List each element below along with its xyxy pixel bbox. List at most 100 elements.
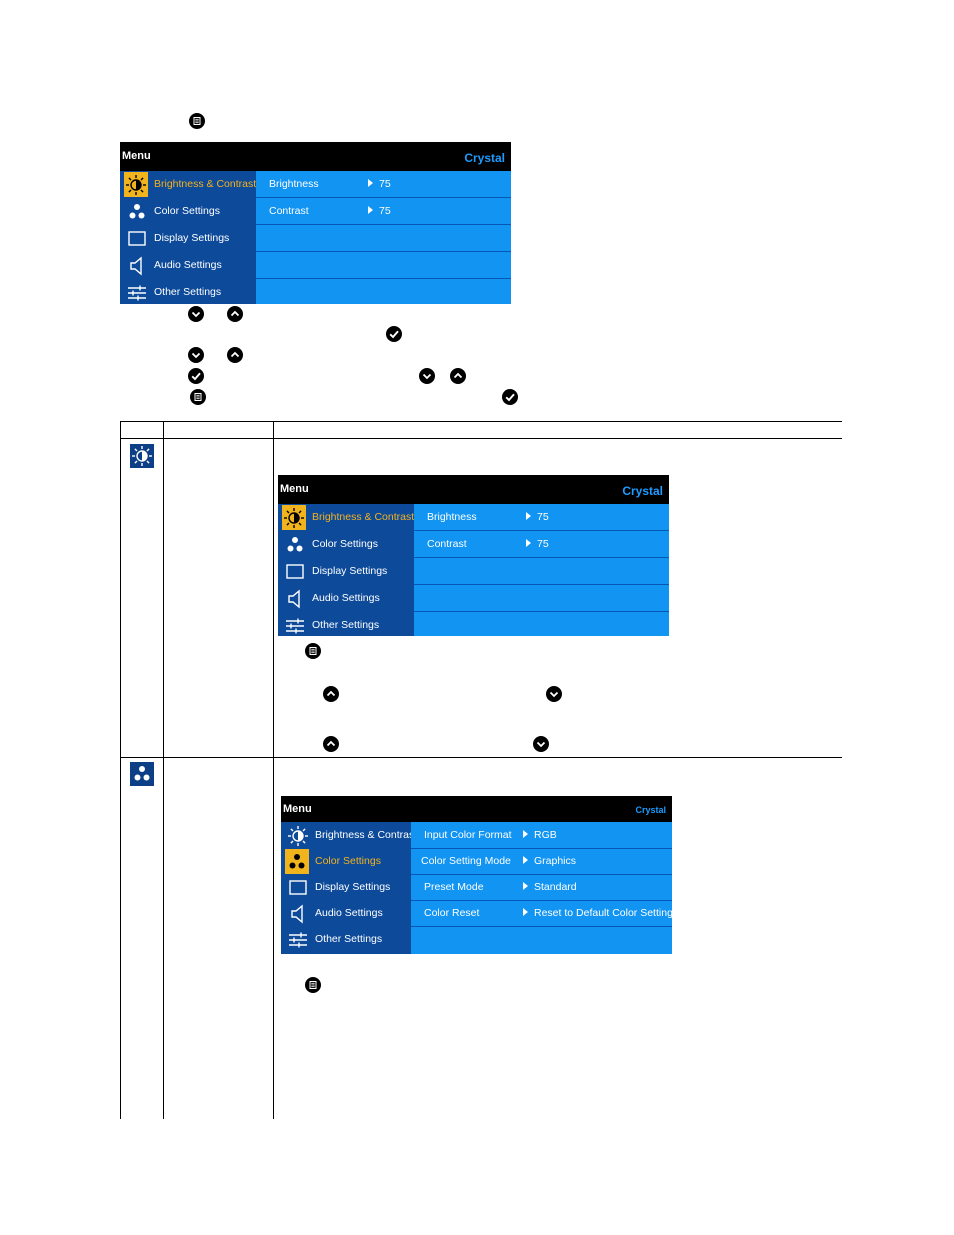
osd-row-empty — [414, 585, 669, 612]
osd-item-label: Color Settings — [315, 855, 381, 867]
display-settings-icon — [287, 878, 309, 898]
table-top-border — [120, 421, 842, 422]
osd-item-label: Audio Settings — [312, 592, 380, 604]
osd-item-audio-settings: Audio Settings — [278, 585, 414, 612]
brightness-contrast-icon — [124, 172, 148, 197]
osd-row-brightness: Brightness 75 — [414, 504, 669, 531]
other-settings-icon — [126, 283, 148, 303]
osd-row-input-color-format: Input Color Format RGB — [411, 822, 672, 849]
osd-row-value: RGB — [523, 829, 557, 841]
osd-row-key: Input Color Format — [424, 829, 512, 841]
color-settings-icon — [130, 762, 154, 786]
osd-header: Menu Crystal — [120, 142, 511, 171]
osd-menu-screenshot-1: Menu Crystal Brightness & Contrast Color… — [120, 142, 511, 304]
osd-left-menu: Brightness & Contrast Color Settings Dis… — [281, 822, 417, 954]
osd-header: Menu Crystal — [278, 475, 669, 504]
osd-item-label: Brightness & Contrast — [315, 829, 418, 841]
osd-right-panel: Brightness 75 Contrast 75 — [414, 504, 669, 636]
osd-row-key: Color Reset — [424, 907, 480, 919]
osd-row-value: 75 — [368, 205, 391, 217]
osd-menu-title: Menu — [283, 803, 312, 815]
osd-row-value: 75 — [368, 178, 391, 190]
osd-row-value: 75 — [526, 538, 549, 550]
osd-row-empty — [256, 252, 511, 279]
osd-item-label: Brightness & Contrast — [154, 178, 257, 190]
audio-settings-icon — [126, 256, 148, 276]
osd-row-empty — [256, 279, 511, 304]
down-arrow-button-icon — [188, 347, 204, 363]
osd-row-contrast: Contrast 75 — [256, 198, 511, 225]
osd-item-label: Audio Settings — [154, 259, 222, 271]
osd-item-audio-settings: Audio Settings — [120, 252, 256, 279]
osd-item-label: Other Settings — [312, 619, 380, 631]
osd-header: Menu Crystal — [281, 796, 672, 822]
osd-row-key: Color Setting Mode — [421, 855, 511, 867]
osd-row-preset-mode: Preset Mode Standard — [411, 874, 672, 901]
osd-brand: Crystal — [464, 151, 505, 165]
osd-right-panel: Brightness 75 Contrast 75 — [256, 171, 511, 304]
osd-row-value: Reset to Default Color Settings — [523, 907, 672, 919]
other-settings-icon — [287, 930, 309, 950]
osd-brand: Crystal — [622, 484, 663, 498]
down-arrow-button-icon — [188, 306, 204, 322]
osd-row-contrast: Contrast 75 — [414, 531, 669, 558]
osd-menu-screenshot-2: Menu Crystal Brightness & Contrast Color… — [278, 475, 669, 636]
check-button-icon — [502, 389, 518, 405]
down-arrow-button-icon — [533, 736, 549, 752]
up-arrow-button-icon — [450, 368, 466, 384]
osd-item-label: Color Settings — [154, 205, 220, 217]
table-header-border — [120, 438, 842, 439]
menu-button-icon — [305, 643, 321, 659]
osd-item-other-settings: Other Settings — [278, 612, 414, 636]
table-col-border — [273, 421, 274, 1119]
menu-button-icon — [190, 389, 206, 405]
osd-row-empty — [414, 558, 669, 585]
osd-row-value: 75 — [526, 511, 549, 523]
osd-item-label: Color Settings — [312, 538, 378, 550]
osd-row-value: Standard — [523, 881, 577, 893]
osd-item-display-settings: Display Settings — [278, 558, 414, 585]
brightness-contrast-icon — [282, 505, 306, 530]
up-arrow-button-icon — [227, 347, 243, 363]
osd-row-empty — [256, 225, 511, 252]
up-arrow-button-icon — [323, 736, 339, 752]
table-row-border — [120, 757, 842, 758]
osd-menu-title: Menu — [280, 483, 309, 495]
osd-row-key: Brightness — [427, 511, 477, 523]
display-settings-icon — [284, 562, 306, 582]
osd-right-panel: Input Color Format RGB Color Setting Mod… — [411, 822, 672, 954]
check-button-icon — [386, 326, 402, 342]
brightness-contrast-icon — [130, 444, 154, 468]
osd-row-empty — [414, 612, 669, 636]
up-arrow-button-icon — [227, 306, 243, 322]
osd-item-label: Other Settings — [315, 933, 383, 945]
osd-menu-screenshot-3: Menu Crystal Brightness & Contrast Color… — [281, 796, 672, 954]
down-arrow-button-icon — [546, 686, 562, 702]
osd-row-color-setting-mode: Color Setting Mode Graphics — [411, 848, 672, 875]
osd-left-menu: Brightness & Contrast Color Settings Dis… — [278, 504, 414, 636]
osd-item-color-settings: Color Settings — [281, 848, 411, 874]
osd-row-color-reset: Color Reset Reset to Default Color Setti… — [411, 900, 672, 927]
display-settings-icon — [126, 229, 148, 249]
osd-item-label: Other Settings — [154, 286, 222, 298]
other-settings-icon — [284, 616, 306, 636]
osd-item-brightness-contrast: Brightness & Contrast — [120, 171, 256, 198]
osd-row-key: Contrast — [427, 538, 467, 550]
osd-row-brightness: Brightness 75 — [256, 171, 511, 198]
down-arrow-button-icon — [419, 368, 435, 384]
osd-item-other-settings: Other Settings — [281, 926, 411, 952]
osd-item-label: Audio Settings — [315, 907, 383, 919]
audio-settings-icon — [287, 904, 309, 924]
osd-row-key: Contrast — [269, 205, 309, 217]
osd-item-brightness-contrast: Brightness & Contrast — [281, 822, 417, 848]
color-settings-icon — [284, 535, 306, 555]
osd-row-value: Graphics — [523, 855, 576, 867]
osd-item-label: Display Settings — [315, 881, 391, 893]
check-button-icon — [188, 368, 204, 384]
osd-item-label: Brightness & Contrast — [312, 511, 415, 523]
osd-item-display-settings: Display Settings — [281, 874, 411, 900]
color-settings-icon — [126, 202, 148, 222]
osd-row-key: Preset Mode — [424, 881, 484, 893]
table-col-border — [163, 421, 164, 1119]
osd-item-label: Display Settings — [154, 232, 230, 244]
